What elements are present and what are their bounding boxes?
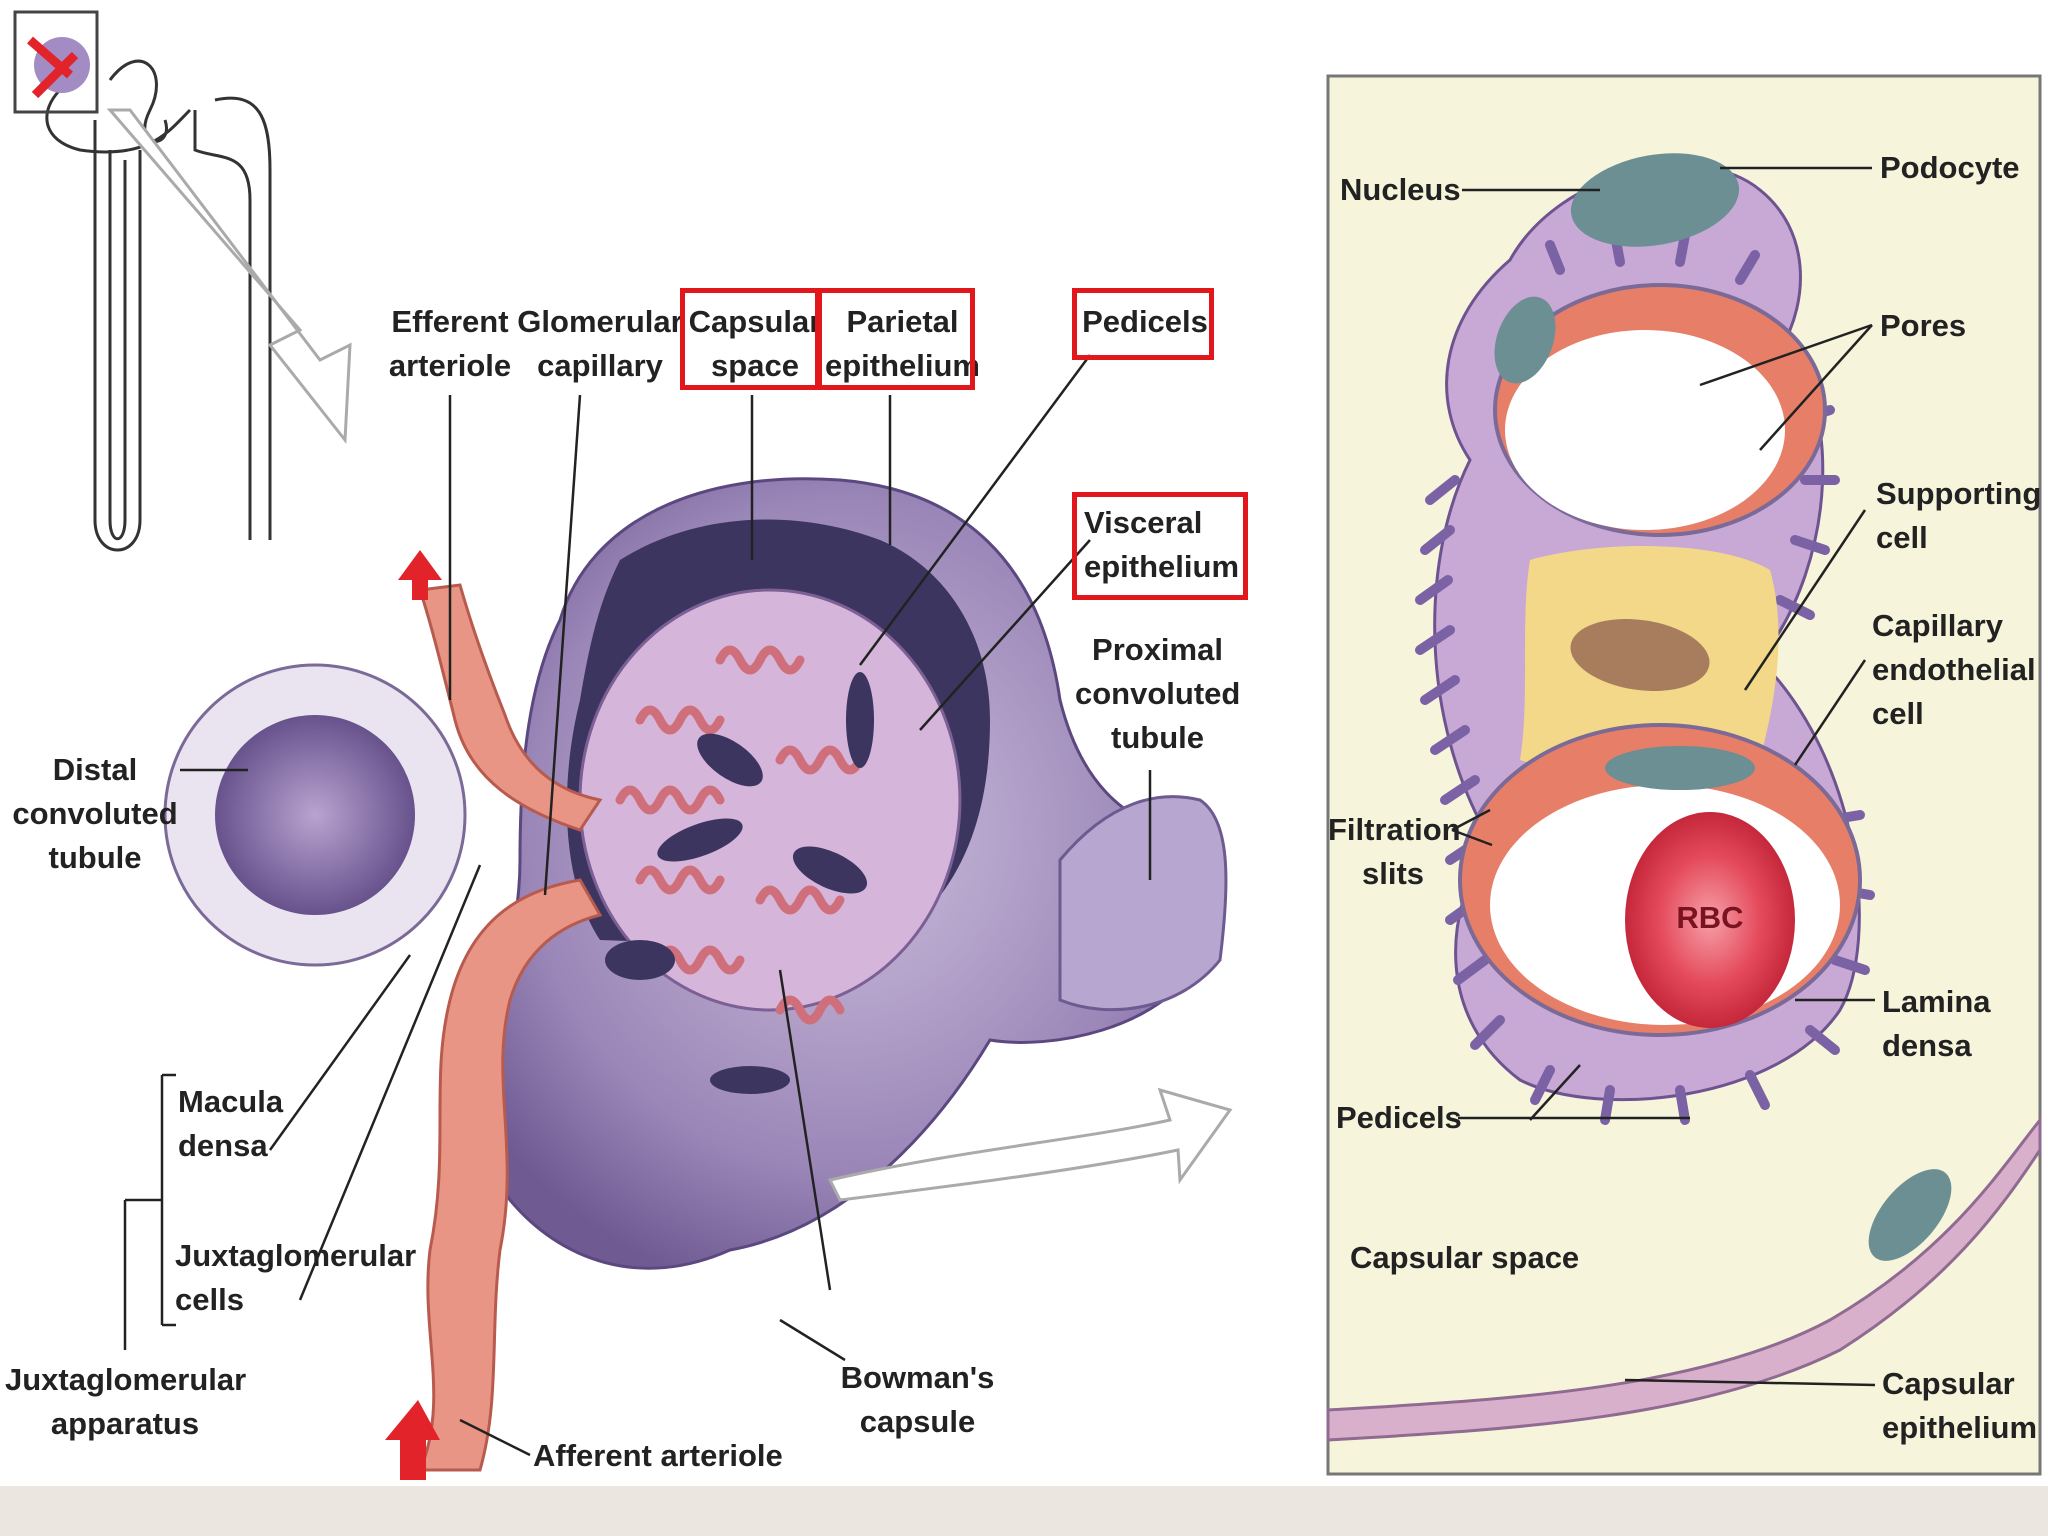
- thumbnail-arteriole: [27, 36, 79, 99]
- glomerular-loops: [615, 645, 865, 1025]
- label-pores: Pores: [1880, 308, 1967, 343]
- label-filtration-slits: Filtration slits: [1328, 812, 1461, 891]
- capsular-epithelium-shape: [1326, 1115, 2042, 1442]
- label-proximal-convoluted-tubule: Proximal convoluted tubule: [1075, 632, 1241, 755]
- distal-tubule-lumen: [215, 715, 415, 915]
- label-macula-densa: Macula densa: [178, 1084, 284, 1163]
- label-juxtaglomerular-cells: Juxtaglomerular cells: [175, 1238, 417, 1317]
- thumbnail-box: [13, 10, 99, 114]
- highlight-pedicels: [1072, 288, 1214, 360]
- afferent-flow-arrow: [385, 1400, 440, 1480]
- label-parietal-epithelium: Parietal epithelium: [824, 304, 980, 383]
- label-capillary-endothelial-cell: Capillary endothelial cell: [1872, 608, 2036, 731]
- right-leader-lines: [1451, 166, 1876, 1387]
- upper-capillary-lumen: [1505, 330, 1785, 530]
- label-capsular-space-right: Capsular space: [1350, 1240, 1580, 1275]
- label-glomerular-capillary: Glomerular capillary: [517, 304, 683, 383]
- nephron-thumbnail: [45, 59, 272, 552]
- label-nucleus: Nucleus: [1340, 172, 1461, 207]
- label-afferent-arteriole: Afferent arteriole: [533, 1438, 783, 1473]
- upper-endothelial-nucleus: [1494, 296, 1556, 384]
- highlight-capsular-space: [680, 288, 820, 390]
- lower-endothelial-nucleus: [1605, 746, 1755, 790]
- label-distal-convoluted-tubule: Distal convoluted tubule: [12, 752, 178, 875]
- podocyte-nucleus: [1570, 153, 1740, 247]
- label-capsular-epithelium: Capsular epithelium: [1882, 1366, 2038, 1445]
- supporting-cell-nucleus: [1570, 618, 1710, 692]
- label-juxtaglomerular-apparatus: Juxtaglomerular apparatus: [5, 1362, 247, 1441]
- label-bowmans-capsule: Bowman's capsule: [840, 1360, 995, 1439]
- label-lamina-densa: Lamina densa: [1882, 984, 1991, 1063]
- proximal-tubule-shape: [1058, 795, 1228, 1012]
- label-capsular-space: Capsular space: [688, 304, 822, 383]
- label-rbc: RBC: [1676, 900, 1744, 935]
- highlight-parietal-epithelium: [817, 288, 975, 390]
- epithelial-nucleus: [1868, 1169, 1952, 1261]
- efferent-flow-arrow: [398, 550, 442, 600]
- label-podocyte: Podocyte: [1880, 150, 2020, 185]
- label-visceral-epithelium: Visceral epithelium: [1084, 505, 1240, 584]
- label-supporting-cell: Supporting cell: [1876, 476, 2042, 555]
- slide-footer-strip: [0, 1486, 2048, 1536]
- label-efferent-arteriole: Efferent arteriole: [388, 304, 512, 383]
- label-pedicels-right: Pedicels: [1336, 1100, 1462, 1135]
- glomerular-gaps: [605, 672, 874, 1094]
- zoom-arrow-left: [106, 108, 352, 445]
- highlight-visceral-epithelium: [1072, 492, 1248, 600]
- zoom-arrow-right: [827, 1087, 1233, 1202]
- red-blood-cell: [1625, 812, 1795, 1028]
- left-leader-lines: [123, 354, 1152, 1457]
- label-pedicels: Pedicels: [1082, 304, 1208, 339]
